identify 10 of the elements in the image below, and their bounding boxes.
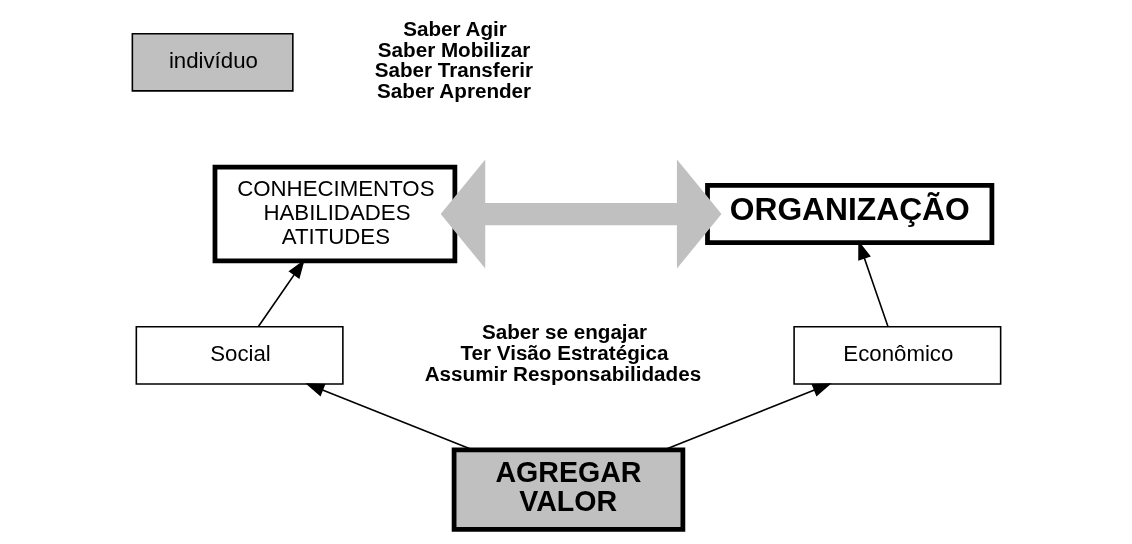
node-box: Social [135, 326, 344, 385]
arrow [304, 383, 473, 451]
label: Saber se engajar [481, 320, 647, 344]
arrow [857, 240, 889, 328]
node-box: indivíduo [131, 32, 294, 92]
node-box: Econômico [792, 326, 1001, 385]
node-box: CONHECIMENTOS HABILIDADES ATITUDES [212, 164, 457, 264]
node-box: ORGANIZAÇÃO [704, 183, 994, 245]
node-box: AGREGAR VALOR [451, 447, 685, 532]
arrow [440, 159, 721, 269]
